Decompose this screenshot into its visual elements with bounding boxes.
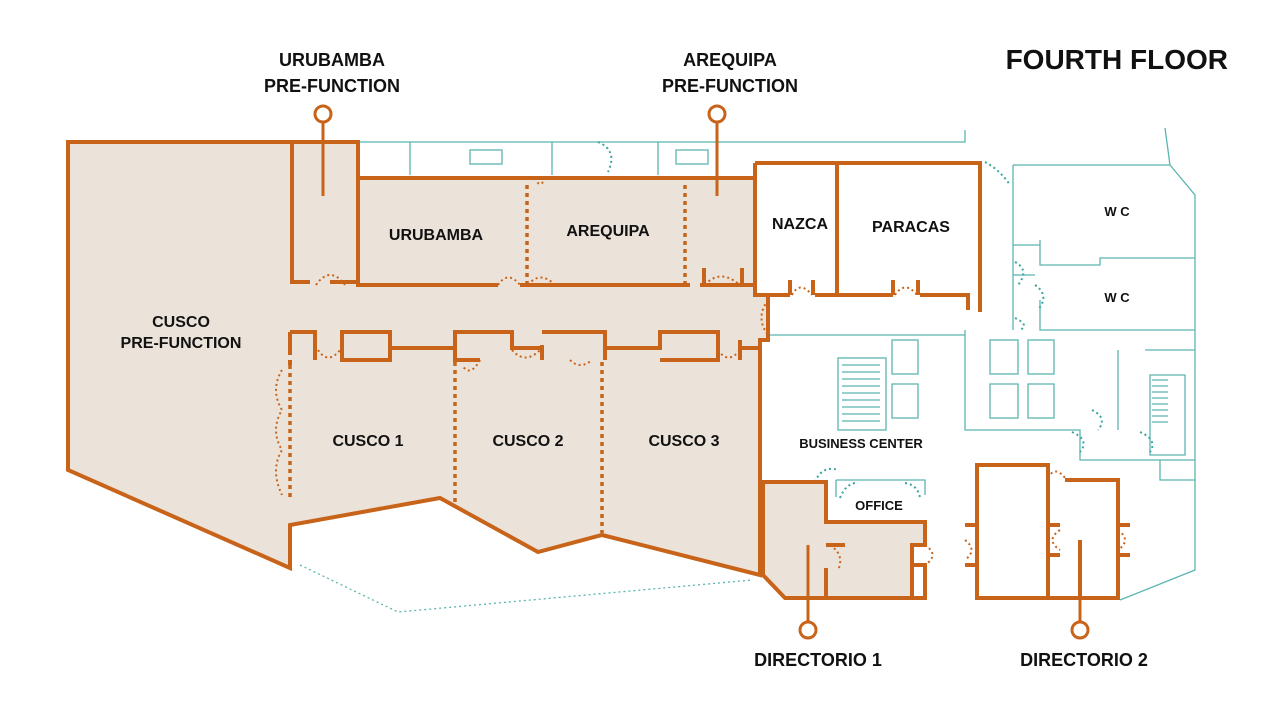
wc-lower-label: W C (1104, 290, 1130, 305)
cusco-2-label: CUSCO 2 (492, 433, 563, 450)
urubamba-prefunction-label-line1: URUBAMBA (279, 50, 385, 70)
arequipa-prefunction-label-line1: AREQUIPA (683, 50, 777, 70)
callout-markers (313, 104, 1090, 640)
directorio-2-walls (975, 463, 1120, 600)
urubamba-prefunction-label-line2: PRE-FUNCTION (264, 76, 400, 96)
rooms (66, 140, 1130, 600)
cusco-3-label: CUSCO 3 (648, 433, 719, 450)
paracas-label: PARACAS (872, 219, 950, 236)
urubamba-label: URUBAMBA (389, 227, 484, 244)
wc-upper-label: W C (1104, 204, 1130, 219)
nazca-label: NAZCA (772, 216, 828, 233)
cusco-1-label: CUSCO 1 (332, 433, 403, 450)
directorio-2-pin (1070, 620, 1090, 640)
service-area-lines (299, 127, 1196, 613)
cusco-prefunction-label-line2: PRE-FUNCTION (121, 335, 242, 352)
directorio-1-label: DIRECTORIO 1 (754, 650, 882, 670)
arequipa-label: AREQUIPA (566, 223, 650, 240)
directorio-2-label: DIRECTORIO 2 (1020, 650, 1148, 670)
door-swings (275, 177, 1126, 571)
urubamba-prefunction-pin (313, 104, 333, 124)
cusco-prefunction-label-line1: CUSCO (152, 314, 210, 331)
arequipa-prefunction-pin (707, 104, 727, 124)
arequipa-prefunction-label-line2: PRE-FUNCTION (662, 76, 798, 96)
floor-title: FOURTH FLOOR (1006, 44, 1228, 75)
directorio-1-pin (798, 620, 818, 640)
business-center-label: BUSINESS CENTER (799, 436, 923, 451)
office-label: OFFICE (855, 498, 903, 513)
labels: FOURTH FLOOR URUBAMBA PRE-FUNCTION AREQU… (121, 44, 1228, 670)
